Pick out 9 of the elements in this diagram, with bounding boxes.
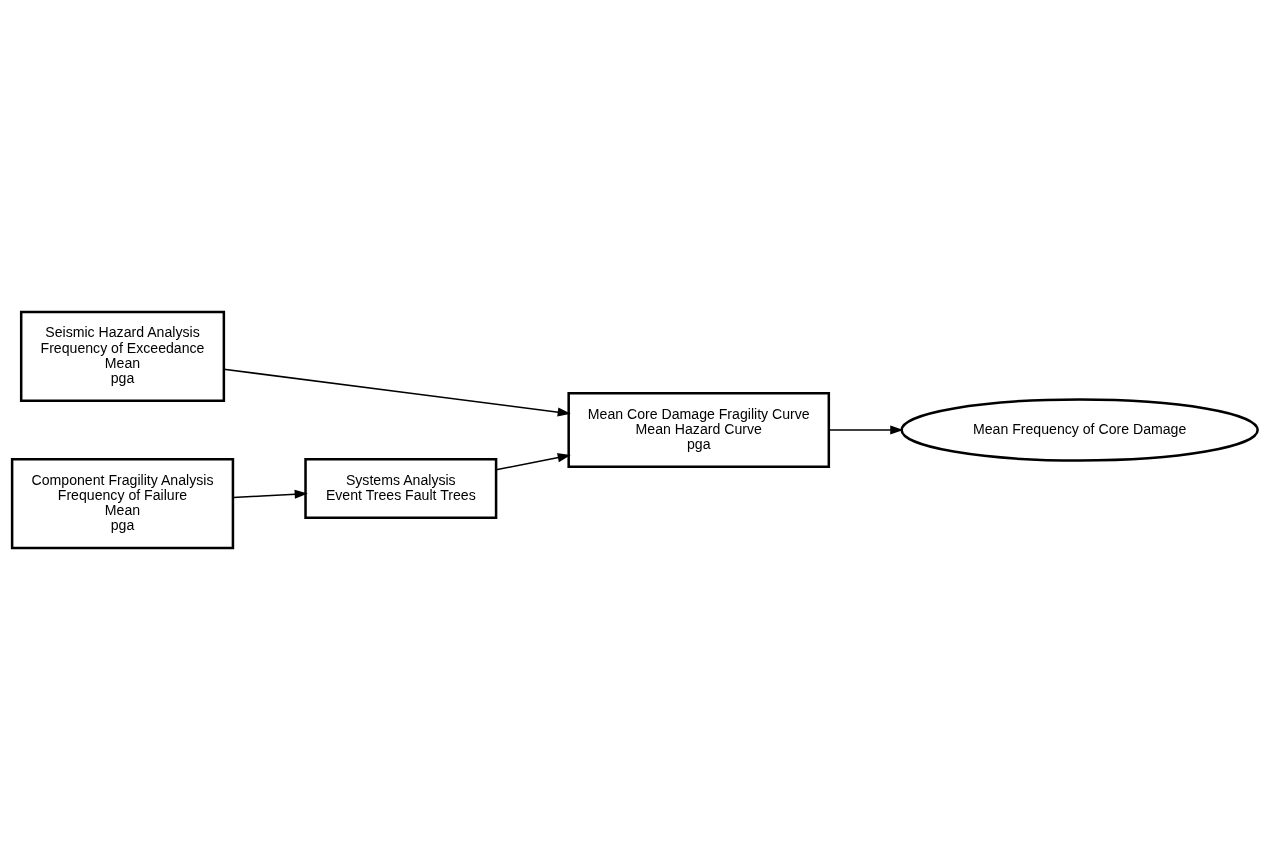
arrow <box>223 368 571 417</box>
node-box: Component Fragility Analysis Frequency of Failure Mean pga <box>10 458 235 550</box>
node-ellipse: Mean Frequency of Core Damage <box>900 398 1259 462</box>
arrow <box>495 453 571 471</box>
node-box: Systems Analysis Event Trees Fault Trees <box>304 458 498 519</box>
node-box: Mean Core Damage Fragility Curve Mean Hazard Curve pga <box>567 391 831 469</box>
arrow <box>828 425 904 435</box>
arrow <box>232 489 308 499</box>
node-box: Seismic Hazard Analysis Frequency of Exceedance Mean pga <box>19 310 226 402</box>
